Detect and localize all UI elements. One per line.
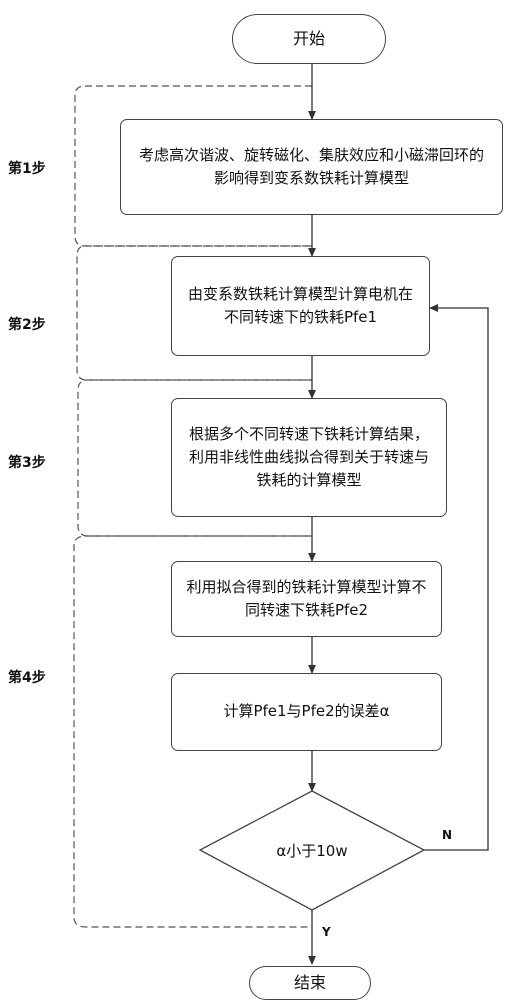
decision-diamond [198,790,426,911]
process-p4: 利用拟合得到的铁耗计算模型计算不同转速下铁耗Pfe2 [171,561,442,637]
step2-label: 第2步 [8,317,46,333]
label-yes: Y [322,925,331,939]
step-brackets [73,85,312,928]
step1-bracket [74,85,312,247]
step4-label: 第4步 [8,670,46,686]
process-p2: 由变系数铁耗计算模型计算电机在不同转速下的铁耗Pfe1 [171,256,430,356]
step3-bracket [77,379,312,537]
start-node: 开始 [232,14,386,64]
step1-label: 第1步 [8,161,46,177]
edge-decision-loop-no [424,304,489,851]
process-p1: 考虑高次谐波、旋转磁化、集肤效应和小磁滞回环的影响得到变系数铁耗计算模型 [120,119,503,215]
step2-bracket [76,245,312,381]
decision-text: α小于10w [276,841,348,860]
end-node: 结束 [249,966,371,1000]
step3-label: 第3步 [8,455,46,471]
process-p5: 计算Pfe1与Pfe2的误差α [171,673,442,751]
connectors [308,64,489,965]
process-p3: 根据多个不同转速下铁耗计算结果，利用非线性曲线拟合得到关于转速与铁耗的计算模型 [171,398,447,517]
step4-bracket [73,535,312,928]
label-no: N [442,828,453,842]
